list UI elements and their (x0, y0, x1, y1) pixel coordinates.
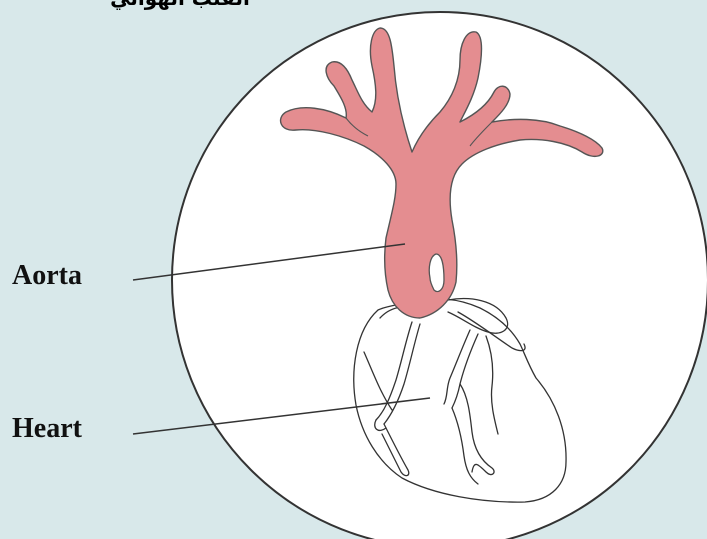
heart-label: Heart (12, 413, 82, 445)
aorta-label: Aorta (12, 260, 82, 292)
